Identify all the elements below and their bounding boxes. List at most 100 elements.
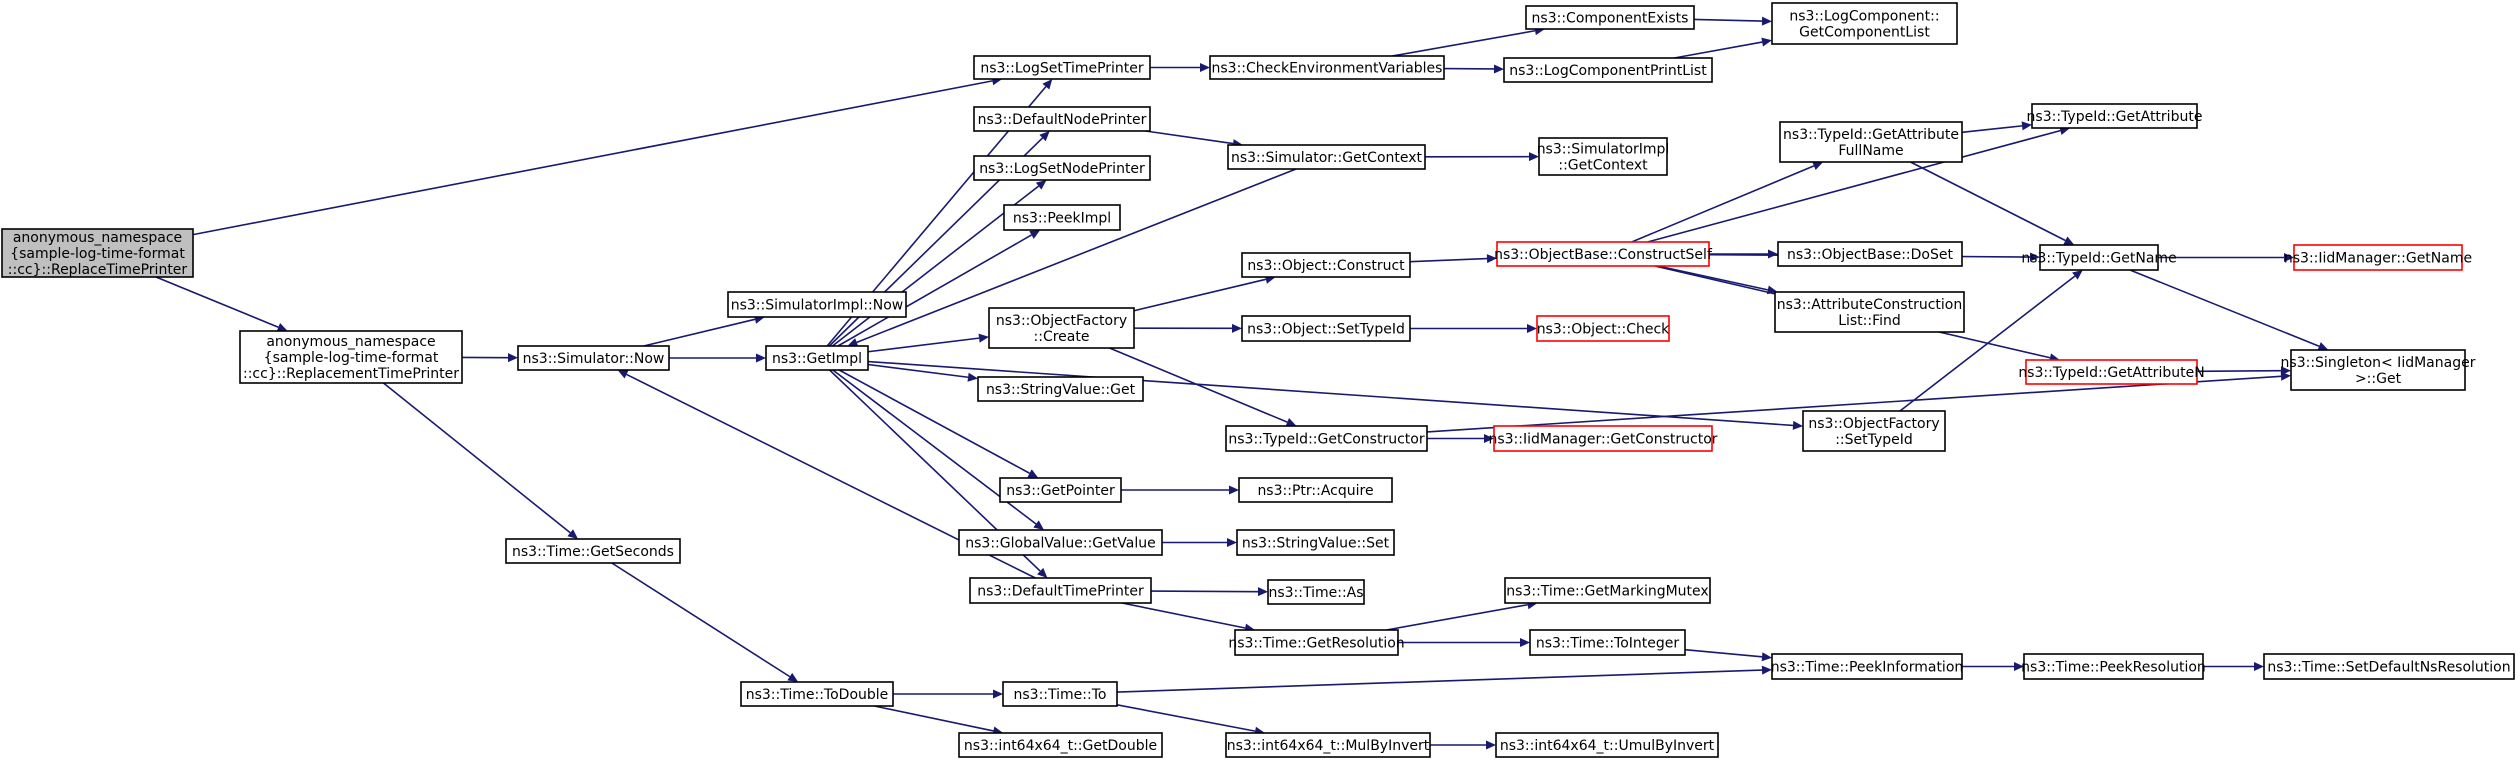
edge-line bbox=[1899, 275, 2076, 412]
node-label-line: ns3::Time::ToDouble bbox=[746, 687, 889, 703]
node-object-set-type-id[interactable]: ns3::Object::SetTypeId bbox=[1241, 315, 1411, 342]
node-default-node-printer[interactable]: ns3::DefaultNodePrinter bbox=[973, 106, 1151, 132]
node-get-component-list[interactable]: ns3::LogComponent::GetComponentList bbox=[1771, 2, 1958, 45]
node-box bbox=[958, 732, 1163, 758]
node-box bbox=[2039, 244, 2159, 271]
node-umul-by-invert[interactable]: ns3::int64x64_t::UmulByInvert bbox=[1495, 732, 1719, 758]
node-get-constructor[interactable]: ns3::TypeId::GetConstructor bbox=[1225, 425, 1428, 452]
node-box bbox=[969, 577, 1152, 604]
node-label-line: ns3::ObjectFactory bbox=[996, 313, 1127, 329]
node-string-value-get[interactable]: ns3::StringValue::Get bbox=[977, 376, 1144, 402]
node-object-construct[interactable]: ns3::Object::Construct bbox=[1241, 252, 1411, 278]
node-ptr-acquire[interactable]: ns3::Ptr::Acquire bbox=[1238, 477, 1393, 503]
node-time-to[interactable]: ns3::Time::To bbox=[1002, 681, 1118, 707]
node-singleton-get[interactable]: ns3::Singleton< IidManager >::Get bbox=[2281, 349, 2476, 391]
edge-sim-now-to-sim-impl-now bbox=[643, 314, 765, 347]
node-box bbox=[505, 538, 681, 564]
edge-arrowhead bbox=[1768, 249, 1778, 259]
node-label-line: ns3::Object::Construct bbox=[1247, 258, 1405, 274]
edge-time-get-resolution-to-get-marking-mutex bbox=[1386, 600, 1538, 631]
edge-type-id-get-name-to-iid-get-name bbox=[2158, 253, 2294, 262]
node-get-pointer[interactable]: ns3::GetPointer bbox=[999, 477, 1122, 503]
node-sim-get-context[interactable]: ns3::Simulator::GetContext bbox=[1227, 144, 1426, 170]
edge-get-impl-to-get-pointer bbox=[838, 369, 1039, 478]
node-construct-self[interactable]: ns3::ObjectBase::ConstructSelf bbox=[1494, 241, 1713, 267]
node-box bbox=[1227, 144, 1426, 170]
node-do-set[interactable]: ns3::ObjectBase::DoSet bbox=[1777, 241, 1963, 267]
node-log-set-node-printer[interactable]: ns3::LogSetNodePrinter bbox=[973, 155, 1151, 181]
edge-arrowhead bbox=[1792, 420, 1803, 430]
node-time-to-integer[interactable]: ns3::Time::ToInteger bbox=[1529, 629, 1686, 656]
node-mul-by-invert[interactable]: ns3::int64x64_t::MulByInvert bbox=[1225, 732, 1431, 758]
edge-line bbox=[155, 276, 279, 328]
node-object-check[interactable]: ns3::Object::Check bbox=[1536, 315, 1670, 342]
node-time-to-double[interactable]: ns3::Time::ToDouble bbox=[740, 681, 894, 707]
node-label-line: ns3::PeekImpl bbox=[1013, 211, 1111, 227]
node-component-exists[interactable]: ns3::ComponentExists bbox=[1525, 5, 1695, 30]
node-global-value-get-value[interactable]: ns3::GlobalValue::GetValue bbox=[958, 529, 1163, 556]
node-time-as[interactable]: ns3::Time::As bbox=[1267, 579, 1365, 605]
node-type-id-get-name[interactable]: ns3::TypeId::GetName bbox=[2021, 244, 2177, 271]
node-sim-impl-now[interactable]: ns3::SimulatorImpl::Now bbox=[727, 291, 907, 318]
node-sim-now[interactable]: ns3::Simulator::Now bbox=[517, 345, 670, 371]
edge-line bbox=[1121, 602, 1246, 629]
node-object-factory-set-type-id[interactable]: ns3::ObjectFactory::SetTypeId bbox=[1802, 410, 1946, 452]
node-iid-get-name[interactable]: ns3::IidManager::GetName bbox=[2284, 244, 2472, 271]
edge-check-env-to-log-component-print-list bbox=[1443, 64, 1504, 74]
node-label-line: ns3::Object::Check bbox=[1537, 322, 1670, 338]
node-label-line: {sample-log-time-format bbox=[10, 246, 185, 262]
node-string-value-set[interactable]: ns3::StringValue::Set bbox=[1236, 529, 1395, 556]
edge-arrowhead bbox=[1257, 587, 1268, 597]
edge-line bbox=[867, 363, 969, 379]
edge-arrowhead bbox=[1761, 652, 1772, 662]
node-label-line: {sample-log-time-format bbox=[264, 350, 439, 366]
edge-arrowhead bbox=[617, 370, 629, 379]
node-log-set-time-printer[interactable]: ns3::LogSetTimePrinter bbox=[973, 55, 1151, 80]
node-box bbox=[958, 529, 1163, 556]
edge-sim-get-context-to-sim-impl-get-context bbox=[1424, 152, 1539, 162]
edge-line bbox=[867, 360, 1794, 427]
edge-time-get-seconds-to-time-to-double bbox=[611, 562, 799, 682]
node-label-line: ns3::DefaultNodePrinter bbox=[978, 112, 1147, 128]
node-iid-get-constructor[interactable]: ns3::IidManager::GetConstructor bbox=[1488, 425, 1718, 452]
edge-check-env-to-component-exists bbox=[1391, 26, 1545, 57]
node-label-line: ns3::TypeId::GetName bbox=[2021, 251, 2176, 267]
node-label-line: ns3::GetPointer bbox=[1006, 483, 1115, 499]
edge-object-factory-create-to-get-constructor bbox=[1109, 347, 1297, 427]
node-label-line: ns3::Time::ToInteger bbox=[1536, 636, 1680, 652]
node-replacement-time-printer[interactable]: anonymous_namespace{sample-log-time-form… bbox=[239, 330, 463, 384]
node-box bbox=[1, 228, 194, 278]
edge-arrowhead bbox=[1761, 665, 1772, 675]
node-get-attribute-n[interactable]: ns3::TypeId::GetAttributeN bbox=[2018, 359, 2205, 385]
node-sim-impl-get-context[interactable]: ns3::SimulatorImpl::GetContext bbox=[1537, 137, 1670, 176]
node-get-attribute[interactable]: ns3::TypeId::GetAttribute bbox=[2027, 103, 2203, 129]
node-peek-information[interactable]: ns3::Time::PeekInformation bbox=[1771, 653, 1964, 680]
node-set-default-ns-resolution[interactable]: ns3::Time::SetDefaultNsResolution bbox=[2263, 653, 2515, 680]
node-time-get-resolution[interactable]: ns3::Time::GetResolution bbox=[1228, 629, 1405, 656]
node-box bbox=[1241, 252, 1411, 278]
node-time-get-seconds[interactable]: ns3::Time::GetSeconds bbox=[505, 538, 681, 564]
edge-arrowhead bbox=[507, 353, 518, 363]
node-box bbox=[1495, 732, 1719, 758]
node-log-component-print-list[interactable]: ns3::LogComponentPrintList bbox=[1503, 57, 1713, 83]
node-get-double[interactable]: ns3::int64x64_t::GetDouble bbox=[958, 732, 1163, 758]
node-get-marking-mutex[interactable]: ns3::Time::GetMarkingMutex bbox=[1504, 577, 1711, 604]
node-box bbox=[973, 55, 1151, 80]
edge-arrowhead bbox=[1035, 180, 1047, 190]
node-get-impl[interactable]: ns3::GetImpl bbox=[765, 345, 869, 371]
node-box bbox=[999, 477, 1122, 503]
node-check-env[interactable]: ns3::CheckEnvironmentVariables bbox=[1209, 55, 1445, 80]
node-box bbox=[239, 330, 463, 384]
node-label-line: ns3::LogComponent:: bbox=[1789, 9, 1939, 25]
node-box bbox=[977, 376, 1144, 402]
node-default-time-printer[interactable]: ns3::DefaultTimePrinter bbox=[969, 577, 1152, 604]
node-peek-resolution[interactable]: ns3::Time::PeekResolution bbox=[2021, 653, 2206, 680]
node-label-line: ns3::Time::To bbox=[1014, 687, 1107, 703]
node-root[interactable]: anonymous_namespace{sample-log-time-form… bbox=[1, 228, 194, 278]
node-object-factory-create[interactable]: ns3::ObjectFactory::Create bbox=[988, 307, 1135, 349]
node-peek-impl[interactable]: ns3::PeekImpl bbox=[1003, 204, 1121, 231]
